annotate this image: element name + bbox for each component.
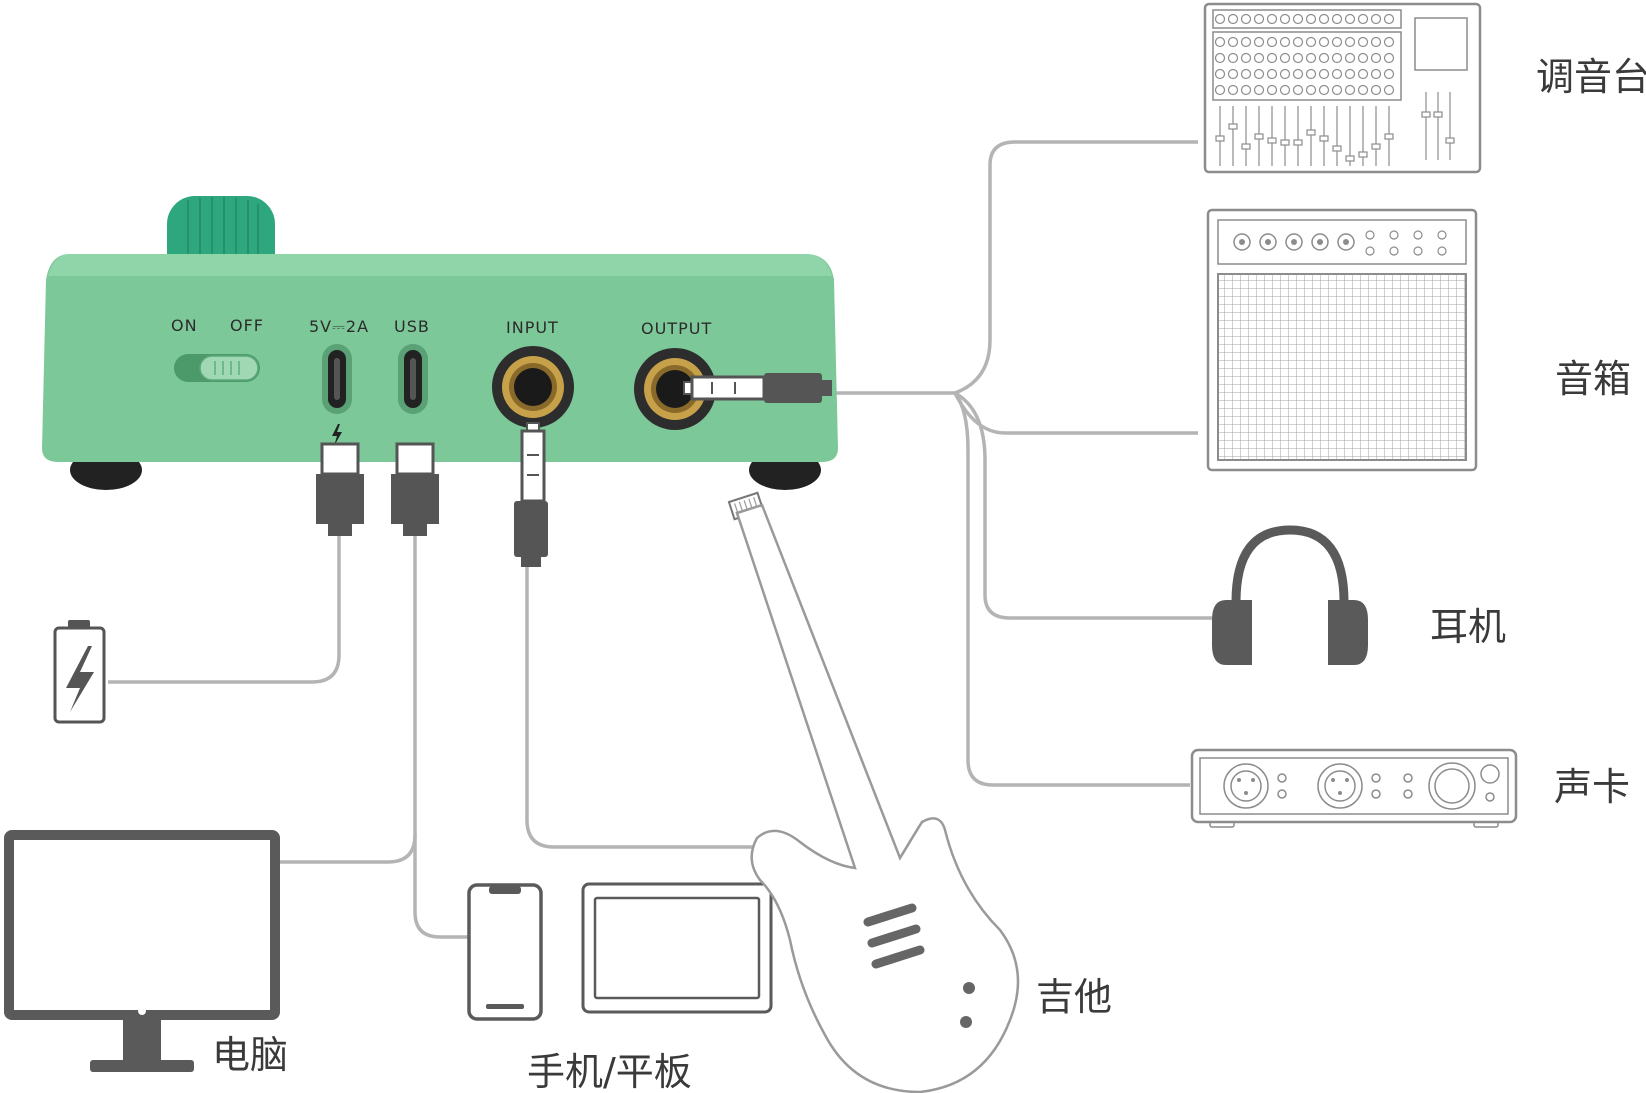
phone-tablet-label: 手机/平板 bbox=[527, 1050, 692, 1093]
speaker-label: 音箱 bbox=[1555, 357, 1631, 401]
lightning-icon bbox=[66, 646, 94, 712]
pedal-device: ON OFF 5V⎓2A USB INPUT OUTPUT bbox=[42, 196, 838, 490]
guitar-label: 吉他 bbox=[1036, 975, 1112, 1019]
power-plug bbox=[316, 442, 364, 536]
tablet-icon bbox=[581, 882, 773, 1014]
usb-plug bbox=[391, 442, 439, 536]
computer-label: 电脑 bbox=[212, 1033, 288, 1077]
cable-to-guitar bbox=[525, 565, 755, 849]
input-jack[interactable] bbox=[492, 346, 574, 428]
cable-to-speaker bbox=[953, 392, 1198, 435]
mixer-label: 调音台 bbox=[1536, 55, 1646, 99]
switch-on-label: ON bbox=[171, 316, 198, 335]
headphones-label: 耳机 bbox=[1430, 605, 1506, 649]
mixer-icon bbox=[1203, 2, 1482, 174]
power-switch[interactable] bbox=[174, 354, 260, 382]
input-port-label: INPUT bbox=[506, 318, 559, 337]
usb-port-label: USB bbox=[394, 317, 430, 336]
volume-knob[interactable] bbox=[167, 196, 275, 256]
output-port-label: OUTPUT bbox=[641, 319, 712, 338]
mixer-faders bbox=[1215, 92, 1455, 166]
phone-icon bbox=[467, 883, 543, 1021]
amp-icon bbox=[1206, 208, 1478, 472]
cable-to-headphones bbox=[954, 391, 1212, 620]
output-jack[interactable] bbox=[634, 348, 716, 430]
cable-to-computer bbox=[280, 535, 417, 864]
cable-to-phone bbox=[413, 835, 468, 939]
battery-icon bbox=[53, 620, 106, 724]
sound-card-label: 声卡 bbox=[1554, 765, 1630, 809]
monitor-icon bbox=[4, 830, 280, 1072]
cable-to-mixer bbox=[954, 140, 1198, 395]
headphones-icon bbox=[1212, 525, 1368, 665]
charge-lightning-icon bbox=[332, 424, 342, 446]
cable-to-battery bbox=[108, 535, 341, 684]
input-plug bbox=[514, 422, 548, 567]
sound-card-icon bbox=[1190, 748, 1518, 828]
power-type-c-port[interactable] bbox=[322, 344, 352, 414]
usb-type-c-port[interactable] bbox=[398, 344, 428, 414]
output-plug bbox=[683, 373, 832, 403]
mixer-knobs bbox=[1214, 13, 1395, 96]
cable-to-sound-card bbox=[953, 391, 1190, 787]
power-port-label: 5V⎓2A bbox=[309, 317, 369, 336]
guitar-icon bbox=[727, 491, 1020, 1093]
switch-off-label: OFF bbox=[230, 316, 264, 335]
device-body bbox=[42, 254, 838, 462]
cables bbox=[108, 140, 1212, 939]
